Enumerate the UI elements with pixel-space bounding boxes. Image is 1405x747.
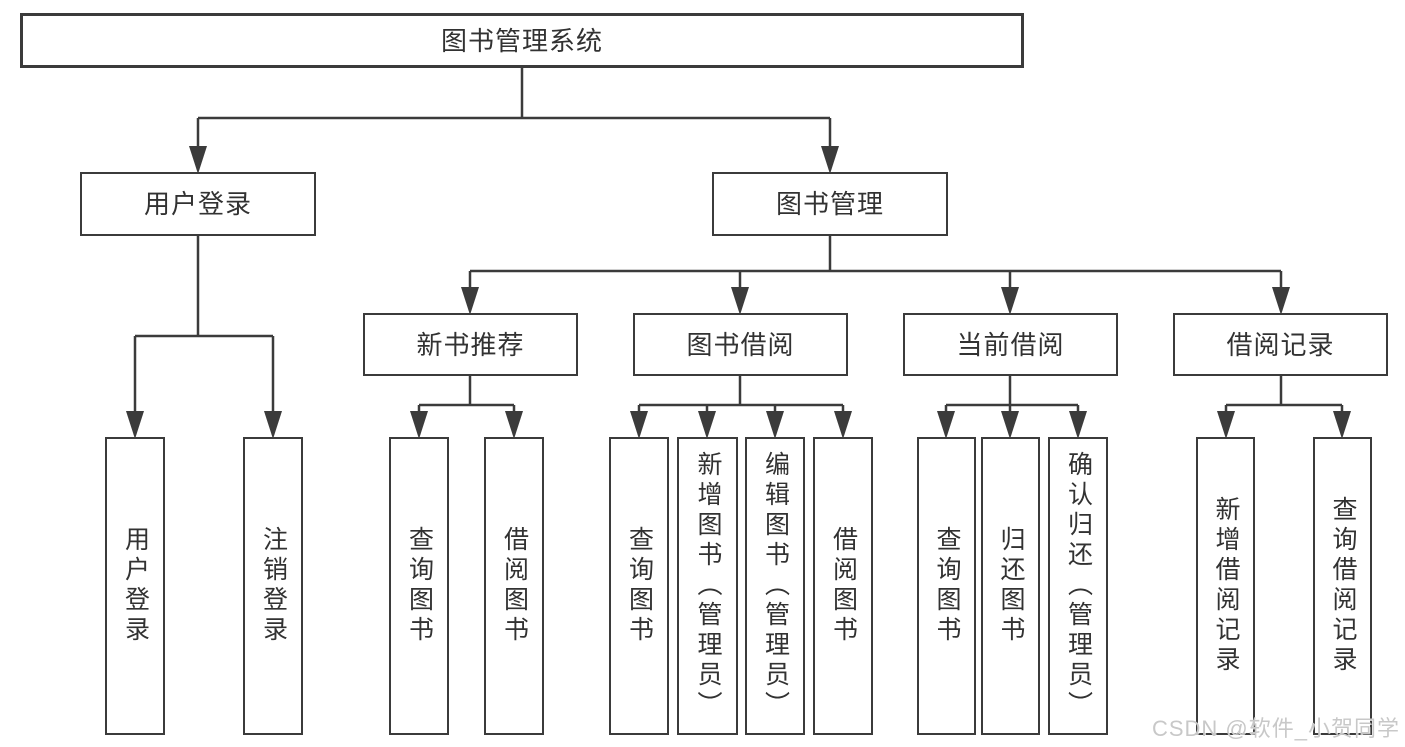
node-current-borrow: 当前借阅 [903, 313, 1118, 376]
node-label: 图书管理 [775, 189, 884, 219]
node-label: 新增借阅记录 [1212, 496, 1240, 676]
node-label: 借阅图书 [829, 526, 858, 646]
leaf-confirm-return-admin: 确认归还（管理员） [1048, 437, 1108, 735]
node-label: 查询图书 [405, 526, 434, 646]
node-book-borrow: 图书借阅 [633, 313, 848, 376]
node-label: 图书管理系统 [440, 25, 603, 56]
node-new-book-recommend: 新书推荐 [363, 313, 578, 376]
node-root: 图书管理系统 [20, 13, 1024, 68]
node-label: 图书借阅 [686, 329, 795, 360]
leaf-return-book: 归还图书 [981, 437, 1040, 735]
node-label: 借阅记录 [1226, 329, 1335, 360]
node-label: 查询图书 [625, 526, 654, 646]
leaf-borrow-books-recommend: 借阅图书 [484, 437, 544, 735]
leaf-edit-book-admin: 编辑图书（管理员） [745, 437, 805, 735]
node-label: 注销登录 [259, 526, 288, 646]
node-label: 编辑图书（管理员） [761, 451, 790, 721]
node-label: 查询图书 [933, 526, 961, 646]
node-label: 用户登录 [121, 526, 150, 646]
node-label: 借阅图书 [500, 526, 529, 646]
node-borrow-records: 借阅记录 [1173, 313, 1388, 376]
leaf-query-books-current: 查询图书 [917, 437, 976, 735]
leaf-logout: 注销登录 [243, 437, 303, 735]
watermark: CSDN @软件_小贺同学 [1151, 716, 1400, 741]
leaf-user-login: 用户登录 [105, 437, 165, 735]
leaf-query-borrow-record: 查询借阅记录 [1313, 437, 1372, 735]
node-label: 当前借阅 [956, 329, 1065, 360]
node-label: 确认归还（管理员） [1064, 451, 1093, 721]
leaf-query-books-borrow: 查询图书 [609, 437, 669, 735]
node-user-login: 用户登录 [80, 172, 316, 236]
leaf-query-books-recommend: 查询图书 [389, 437, 449, 735]
leaf-borrow-books: 借阅图书 [813, 437, 873, 735]
node-label: 新书推荐 [416, 329, 525, 360]
node-label: 用户登录 [143, 189, 252, 219]
leaf-add-borrow-record: 新增借阅记录 [1196, 437, 1255, 735]
node-book-management: 图书管理 [712, 172, 948, 236]
node-label: 查询借阅记录 [1329, 496, 1357, 676]
node-label: 新增图书（管理员） [694, 451, 722, 721]
node-label: 归还图书 [997, 526, 1025, 646]
leaf-add-book-admin: 新增图书（管理员） [677, 437, 738, 735]
